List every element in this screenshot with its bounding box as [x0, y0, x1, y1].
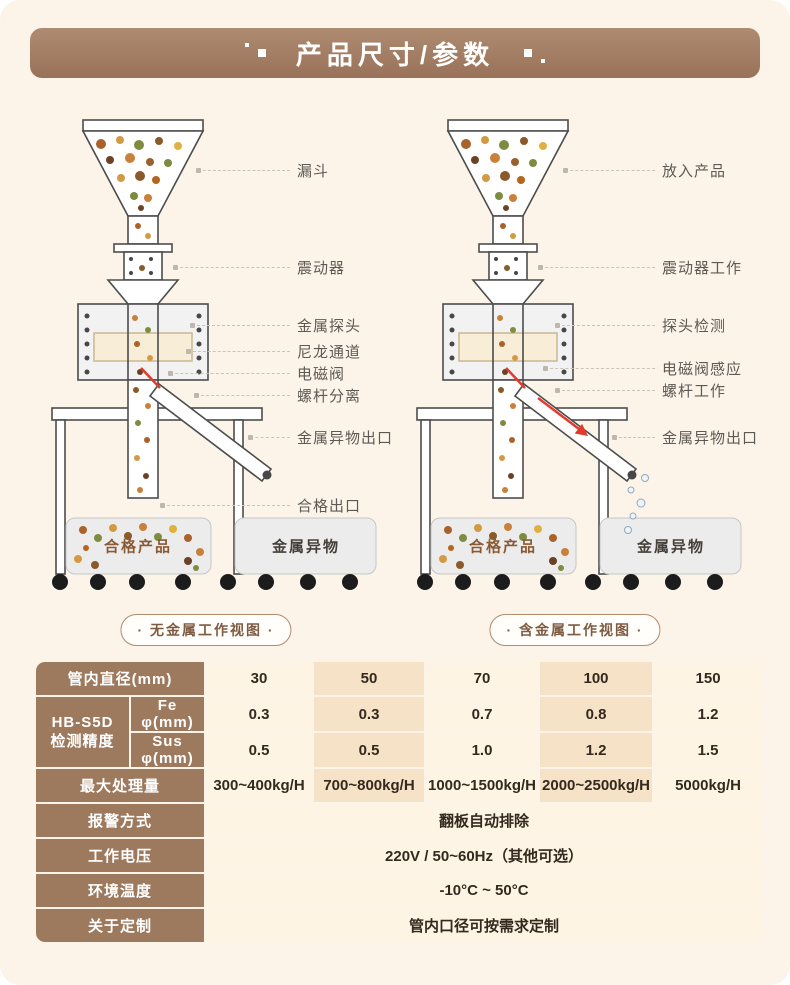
row-label-alarm: 报警方式	[36, 804, 204, 837]
leader-line	[555, 323, 655, 328]
page-title: 产品尺寸/参数	[295, 39, 495, 70]
pass-box-label-right: 合格产品	[468, 538, 538, 556]
leader-line	[612, 435, 655, 440]
model-precision-label: 检测精度	[50, 733, 115, 750]
table-cell: 0.7	[426, 697, 539, 731]
callout-nylon-channel: 尼龙通道	[186, 343, 361, 361]
callout-metal-outlet-right: 金属异物出口	[612, 429, 758, 447]
callout-pass-outlet: 合格出口	[160, 497, 361, 515]
table-cell: 0.5	[206, 733, 312, 767]
leader-line	[563, 168, 655, 173]
row-label-temperature: 环境温度	[36, 874, 204, 907]
leader-line	[538, 265, 655, 270]
table-cell: 1.0	[426, 733, 539, 767]
callout-metal-outlet: 金属异物出口	[248, 429, 393, 447]
table-cell: 100	[540, 662, 653, 695]
row-label-sus: Sus φ(mm)	[131, 733, 204, 767]
leader-line	[196, 168, 290, 173]
table-cell: 220V / 50~60Hz（其他可选）	[206, 839, 763, 872]
table-cell: 1.2	[654, 697, 763, 731]
row-label-voltage: 工作电压	[36, 839, 204, 872]
caption-right: · 含金属工作视图 ·	[489, 614, 661, 646]
table-cell: 30	[206, 662, 312, 695]
header-decoration-left	[244, 43, 266, 57]
leader-line	[543, 366, 655, 371]
square-icon	[524, 49, 533, 57]
callout-solenoid-valve: 电磁阀	[168, 365, 345, 383]
callout-metal-probe: 金属探头	[190, 317, 361, 335]
table-cell: 2000~2500kg/H	[540, 769, 653, 802]
table-cell: 1.2	[540, 733, 653, 767]
callout-hopper: 漏斗	[196, 162, 329, 180]
table-cell: 1.5	[654, 733, 763, 767]
pass-box-label-left: 合格产品	[103, 538, 173, 556]
table-cell: -10°C ~ 50°C	[206, 874, 763, 907]
row-label-capacity: 最大处理量	[36, 769, 204, 802]
spec-table: 管内直径(mm) 30 50 70 100 150 HB-S5D 检测精度 Fe…	[34, 660, 764, 944]
leader-line	[248, 435, 290, 440]
table-cell: 5000kg/H	[654, 769, 763, 802]
table-cell: 管内口径可按需求定制	[206, 909, 763, 942]
table-cell: 300~400kg/H	[206, 769, 312, 802]
row-label-custom: 关于定制	[36, 909, 204, 942]
table-cell: 70	[426, 662, 539, 695]
callout-probe-detect: 探头检测	[555, 317, 726, 335]
row-label-fe: Fe φ(mm)	[131, 697, 204, 731]
leader-line	[160, 503, 290, 508]
row-label-model: HB-S5D 检测精度	[36, 697, 129, 767]
callout-solenoid-sensing: 电磁阀感应	[543, 360, 742, 378]
callout-screw-separation: 螺杆分离	[194, 387, 361, 405]
leader-line	[190, 323, 290, 328]
table-cell: 0.3	[314, 697, 424, 731]
callout-product-in: 放入产品	[563, 162, 726, 180]
leader-line	[555, 388, 655, 393]
table-cell: 0.8	[540, 697, 653, 731]
table-cell: 700~800kg/H	[314, 769, 424, 802]
square-icon	[257, 49, 266, 57]
leader-line	[168, 371, 290, 376]
table-cell: 0.3	[206, 697, 312, 731]
leader-line	[186, 349, 290, 354]
model-code: HB-S5D	[51, 713, 114, 731]
callout-vibrator: 震动器	[173, 259, 345, 277]
metal-box-label-right: 金属异物	[636, 538, 706, 556]
callout-screw-working: 螺杆工作	[555, 382, 726, 400]
table-cell: 0.5	[314, 733, 424, 767]
square-icon	[244, 43, 249, 47]
caption-left: · 无金属工作视图 ·	[120, 614, 292, 646]
callout-vibrator-working: 震动器工作	[538, 259, 742, 277]
table-cell: 翻板自动排除	[206, 804, 763, 837]
square-icon	[541, 59, 546, 63]
leader-line	[194, 393, 290, 398]
header-decoration-right	[524, 49, 546, 63]
table-cell: 1000~1500kg/H	[426, 769, 539, 802]
row-label-diameter: 管内直径(mm)	[36, 662, 204, 695]
table-cell: 150	[654, 662, 763, 695]
table-cell: 50	[314, 662, 424, 695]
leader-line	[173, 265, 290, 270]
metal-box-label-left: 金属异物	[271, 538, 341, 556]
page-header: 产品尺寸/参数	[30, 28, 760, 78]
